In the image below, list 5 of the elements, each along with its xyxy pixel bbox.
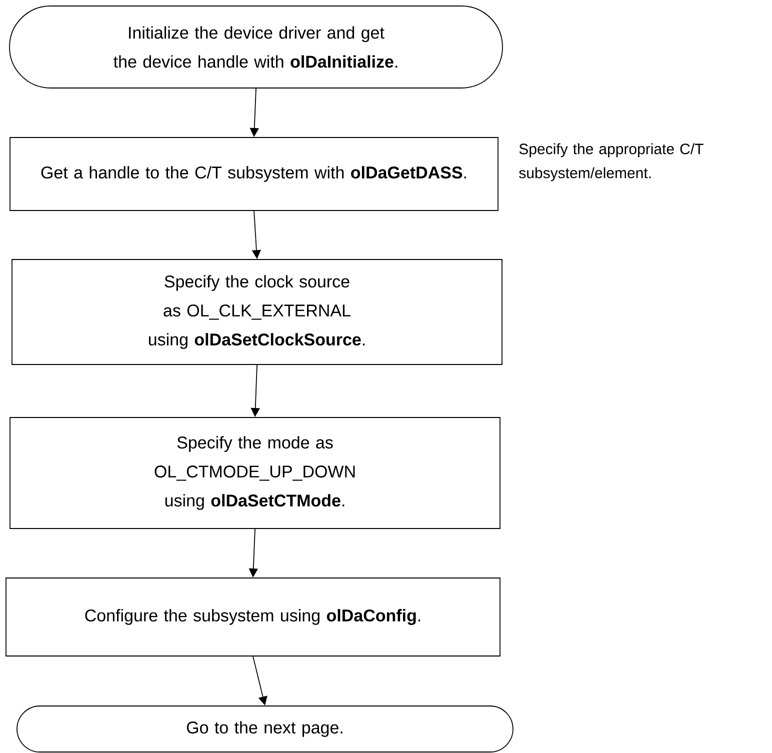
- process-box: Get a handle to the C/T subsystem with olDaGetDASS.: [10, 137, 498, 211]
- process-box: Specify the clock source as OL_CLK_EXTERNAL using olDaSetClockSource.: [12, 259, 502, 365]
- side-note: Specify the appropriate C/T subsystem/element.: [519, 143, 704, 182]
- process-box: Configure the subsystem using olDaConfig.: [6, 578, 500, 656]
- process-box: Specify the mode as OL_CTMODE_UP_DOWN using olDaSetCTMode.: [10, 417, 500, 529]
